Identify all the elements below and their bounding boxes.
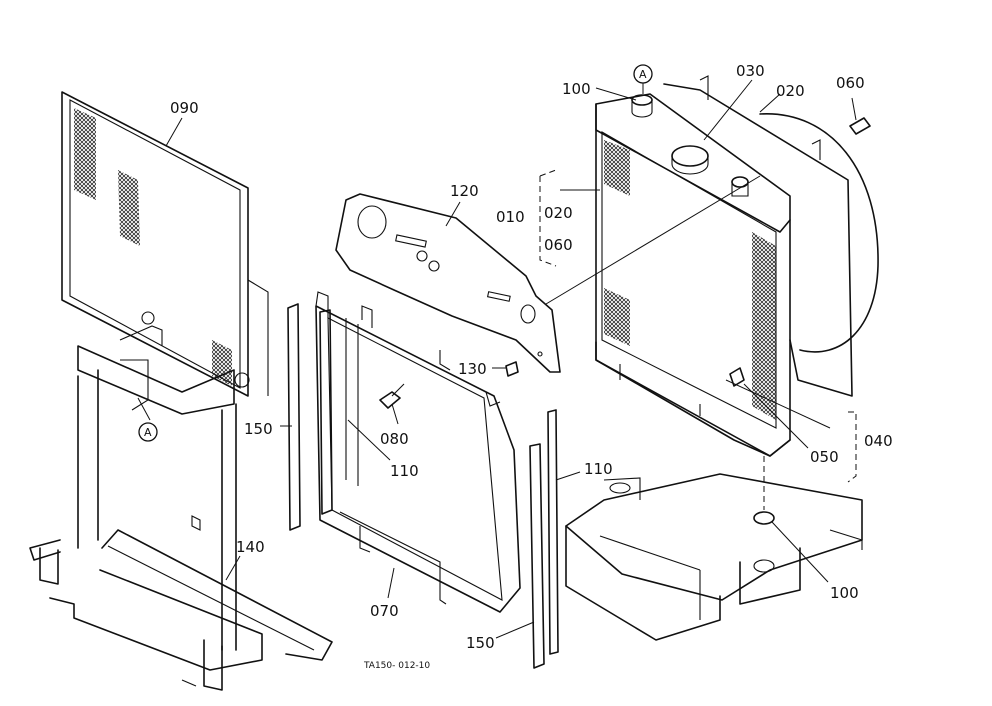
callout-080: 080 (380, 430, 409, 448)
shroud-frame-070 (315, 291, 521, 613)
marker-a-top: A (633, 64, 653, 94)
marker-a-left: A (138, 422, 158, 442)
screen-090 (61, 91, 269, 397)
bolt-080 (379, 383, 405, 409)
leader-lines (137, 79, 857, 639)
callout-110-left: 110 (390, 462, 419, 480)
callout-040: 040 (864, 432, 893, 450)
callout-140: 140 (236, 538, 265, 556)
seal-strip-150-right (529, 443, 545, 669)
fan-shroud-020 (663, 75, 879, 397)
callout-030: 030 (736, 62, 765, 80)
upper-hose-fitting (731, 176, 749, 197)
callout-070: 070 (370, 602, 399, 620)
callout-020-sub: 020 (544, 204, 573, 222)
bolt-130 (505, 361, 519, 377)
stand-frame-140 (29, 311, 333, 691)
callout-050: 050 (810, 448, 839, 466)
chassis-frame (565, 473, 863, 641)
callout-060-sub: 060 (544, 236, 573, 254)
seal-strip-150-left (287, 303, 301, 531)
callout-130: 130 (458, 360, 487, 378)
callout-labels: 090 120 010 020 060 100 030 020 060 130 … (170, 62, 893, 652)
seal-strip-110-left (319, 309, 333, 515)
callout-150-left: 150 (244, 420, 273, 438)
callout-060: 060 (836, 74, 865, 92)
callout-110-right: 110 (584, 460, 613, 478)
callout-010: 010 (496, 208, 525, 226)
cushion-100-top (631, 94, 653, 118)
bolt-060 (849, 117, 871, 135)
seal-strip-110-right (547, 409, 559, 655)
callout-100-bottom: 100 (830, 584, 859, 602)
radiator-010 (595, 93, 791, 457)
callout-020: 020 (776, 82, 805, 100)
callout-090: 090 (170, 99, 199, 117)
callout-120: 120 (450, 182, 479, 200)
callout-100-top: 100 (562, 80, 591, 98)
baffle-plate-120 (335, 193, 561, 373)
callout-150-right: 150 (466, 634, 495, 652)
svg-text:A: A (639, 68, 647, 81)
drawing-reference: TA150- 012-10 (363, 661, 430, 671)
radiator-cap-030 (671, 145, 709, 175)
svg-text:A: A (144, 426, 152, 439)
drain-plug-050 (729, 367, 745, 387)
cushion-100-bottom (753, 456, 775, 525)
